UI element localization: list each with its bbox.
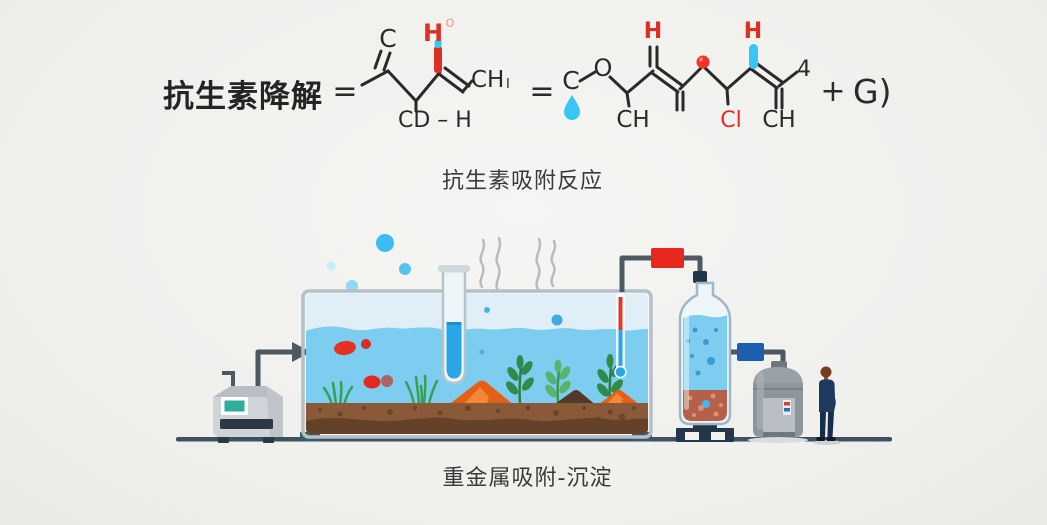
atom-label-c2: C [562,66,579,95]
test-tube-lip [438,265,470,272]
atom-label-ch-subscript: I [506,77,510,92]
equals-sign-1: = [332,74,357,109]
atom-label-ch-right: CH [762,107,795,133]
scientist-torso [819,379,836,412]
thermometer-bulb [614,365,627,379]
blue-valve [737,343,764,361]
storage-tank [748,361,808,443]
atom-label-cd-h: CD – H [398,108,472,133]
atom-label-ch-left: CH [616,107,649,133]
atom-label-four: 4 [797,57,811,82]
atom-label-h-red-left: H [644,19,662,44]
equals-sign-2: = [529,74,554,109]
machine-screen [224,400,245,412]
underwater-bubbles [479,307,563,355]
soil-layer-dark [306,417,648,434]
plus-sign: + [820,74,845,109]
bubbles-above-tank [326,234,411,292]
test-tube-liquid [446,323,462,379]
scientist-figure [813,366,841,445]
sediment-mounds [447,380,640,406]
leafy-plant-3 [597,354,623,404]
adsorption-site-red-dot [696,55,710,69]
atom-label-h-superscript: o [445,13,454,31]
column-bubbles [686,327,718,376]
highlighted-bond-red [434,46,442,73]
column-water [683,314,727,390]
atom-label-h-red-right: H [744,19,762,44]
leafy-plant-2 [545,359,571,403]
storage-tank-label [783,400,791,415]
water-droplet-icon [564,95,580,120]
heavy-metal-caption: 重金属吸附-沉淀 [442,466,613,491]
scientist-head [820,366,832,378]
feed-pump-machine [213,342,311,443]
transfer-pipe-red-valve [619,248,707,292]
soil-speckles [318,405,636,422]
adsorption-column [676,281,734,442]
atom-label-cl-red: Cl [720,108,741,133]
fish-group [334,339,393,389]
highlighted-bond-cyan-bar [749,44,758,69]
left-molecule-structure: C H o CH I CD – H [360,13,510,133]
red-valve [651,248,684,268]
product-label: G) [853,72,891,111]
tank-glass-wall [301,289,653,439]
outlet-pipe [255,349,292,388]
aquarium-tank [300,289,653,441]
thermometer [614,293,627,379]
aquatic-plants [322,354,623,407]
atom-label-c: C [379,24,396,53]
red-dot-highlight [699,57,703,62]
leafy-plant-1 [506,355,534,405]
right-molecule-structure: C O CH H Cl H CH 4 [562,19,811,133]
atom-label-h-red: H [423,19,443,47]
vapor-lines [479,236,557,293]
column-cap [693,271,707,283]
column-sediment-dots [687,393,723,417]
adsorption-reaction-caption: 抗生素吸附反应 [441,169,603,194]
machine-slot [220,419,273,429]
equation-title: 抗生素降解 [163,79,323,115]
atom-label-ch: CH [471,67,504,93]
scientist-legs [820,412,834,437]
inlet-pipe [222,371,235,388]
highlighted-bond-cyan-tip [434,40,442,48]
column-blue-dot [702,400,710,408]
atom-label-o: O [594,54,613,82]
test-tube [438,265,470,385]
